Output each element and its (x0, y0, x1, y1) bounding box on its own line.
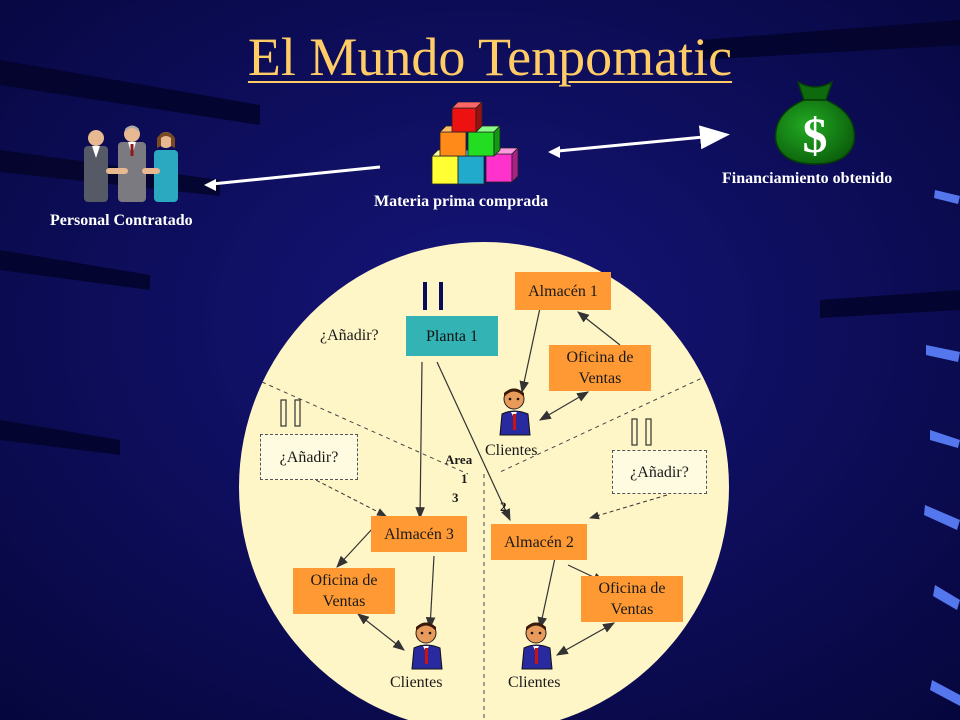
financiamiento-caption: Financiamiento obtenido (722, 170, 893, 187)
svg-text:$: $ (803, 107, 828, 163)
clientes-left-label: Clientes (390, 674, 443, 691)
materia-caption: Materia prima comprada (374, 193, 549, 210)
personal-caption: Personal Contratado (50, 212, 193, 229)
oficina-ventas-1-box: Oficina de Ventas (549, 345, 651, 391)
almacen-3-box: Almacén 3 (371, 516, 467, 552)
clientes-right-label: Clientes (508, 674, 561, 691)
oficina-ventas-2-box: Oficina de Ventas (581, 576, 683, 622)
business-people-icon (84, 125, 178, 202)
planta-box: Planta 1 (406, 316, 498, 356)
area-label: Area (445, 452, 473, 467)
oficina-ventas-3-box: Oficina de Ventas (293, 568, 395, 614)
clientes-top-label: Clientes (485, 442, 538, 459)
money-bag-icon: $ (774, 80, 856, 165)
client-person-icon (411, 622, 443, 670)
anadir-right-box: ¿Añadir? (612, 450, 707, 494)
client-person-icon (499, 388, 531, 436)
anadir-left-box: ¿Añadir? (260, 434, 358, 480)
anadir-top-label: ¿Añadir? (320, 327, 379, 344)
almacen-1-box: Almacén 1 (515, 272, 611, 310)
area-1-number: 1 (461, 471, 468, 486)
client-person-icon (521, 622, 553, 670)
almacen-2-box: Almacén 2 (491, 524, 587, 560)
area-3-number: 3 (452, 490, 459, 505)
page-title: El Mundo Tenpomatic (247, 27, 733, 87)
area-2-number: 2 (500, 499, 507, 514)
stacked-blocks-icon (431, 102, 519, 185)
